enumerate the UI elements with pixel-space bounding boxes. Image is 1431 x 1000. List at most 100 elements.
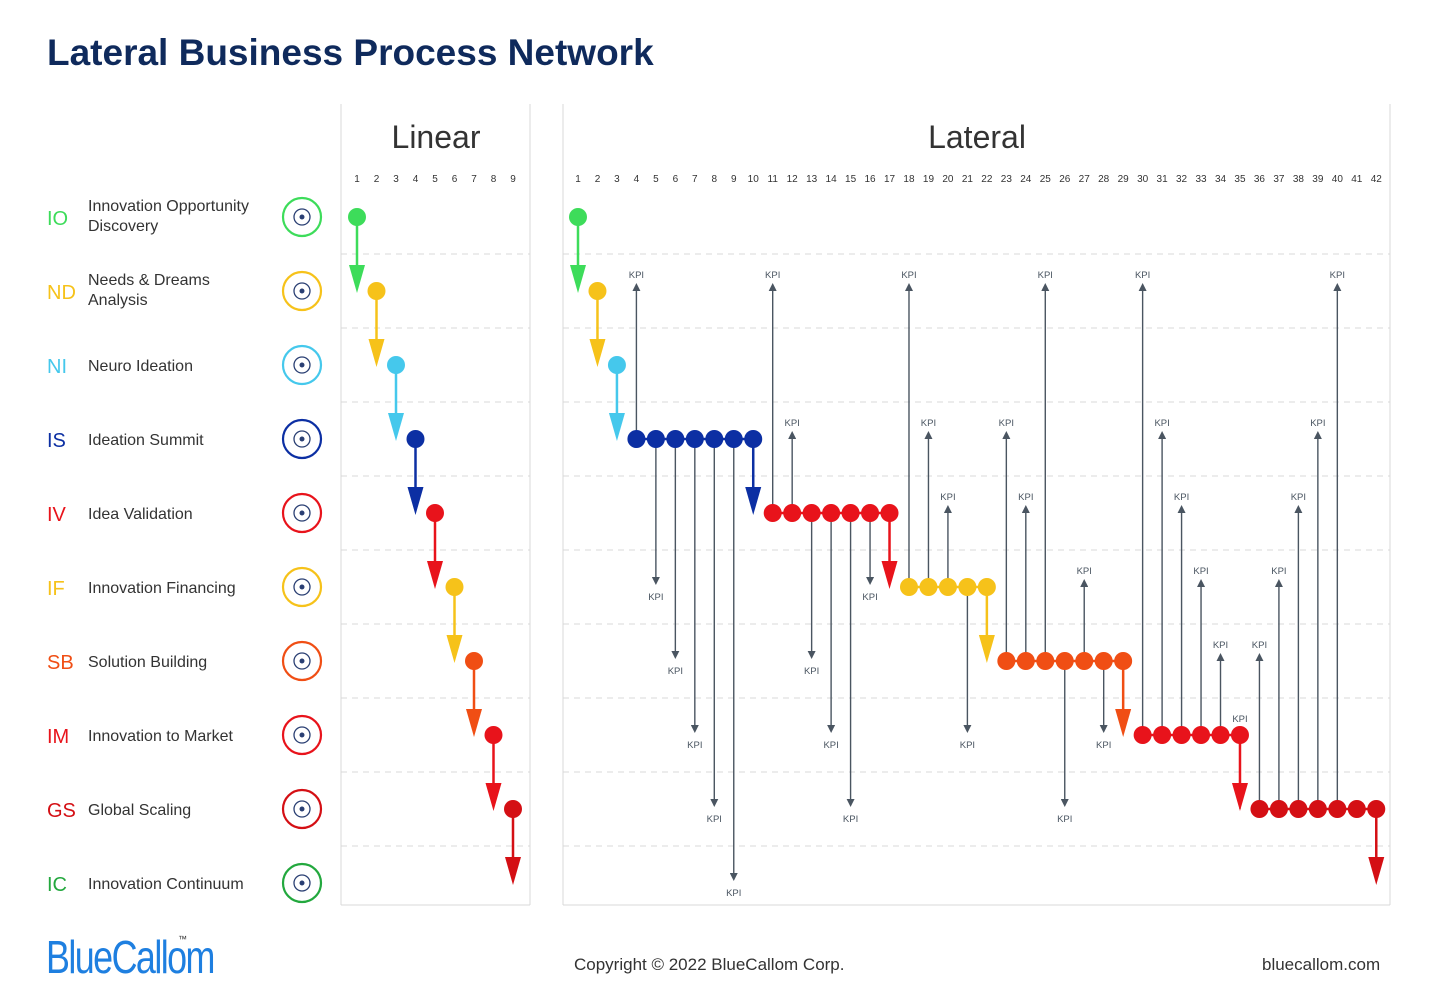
linear-flow-arrowhead bbox=[427, 561, 443, 589]
linear-flow-arrowhead bbox=[368, 339, 385, 367]
lateral-step-node bbox=[1347, 800, 1366, 818]
kpi-label: KPI bbox=[629, 270, 644, 281]
kpi-label: KPI bbox=[1154, 418, 1169, 429]
lateral-column-number: 25 bbox=[1040, 174, 1052, 185]
linear-flow-arrowhead bbox=[485, 783, 502, 811]
phase-code: ND bbox=[47, 282, 76, 304]
lateral-column-number: 40 bbox=[1332, 174, 1344, 185]
lateral-column-number: 37 bbox=[1273, 174, 1285, 185]
lateral-step-node bbox=[744, 430, 763, 448]
lateral-column-number: 10 bbox=[748, 174, 760, 185]
linear-flow-arrowhead bbox=[388, 413, 404, 441]
phase-code: IC bbox=[47, 874, 67, 896]
linear-column-number: 7 bbox=[471, 174, 477, 185]
lateral-step-node bbox=[783, 504, 802, 522]
kpi-link: KPI bbox=[668, 439, 683, 677]
lateral-step-node bbox=[1328, 800, 1347, 818]
kpi-link: KPI bbox=[1077, 566, 1092, 661]
phase-name: Solution Building bbox=[88, 654, 207, 671]
lateral-step-node bbox=[1250, 800, 1269, 818]
linear-step-node bbox=[426, 504, 444, 522]
needs-analysis-icon bbox=[281, 270, 323, 312]
lateral-transition-arrowhead bbox=[978, 635, 995, 663]
lateral-step-node bbox=[1230, 726, 1249, 744]
lateral-step-node bbox=[588, 282, 607, 300]
lateral-phase-span bbox=[627, 430, 763, 515]
phase-code: SB bbox=[47, 652, 74, 674]
lateral-step-node bbox=[1211, 726, 1230, 744]
lateral-transition-arrowhead bbox=[608, 413, 625, 441]
lateral-phase-span bbox=[1250, 800, 1386, 885]
lateral-column-number: 22 bbox=[981, 174, 993, 185]
lateral-column-number: 26 bbox=[1059, 174, 1071, 185]
kpi-link: KPI bbox=[707, 439, 722, 825]
lateral-column-number: 38 bbox=[1293, 174, 1305, 185]
kpi-label: KPI bbox=[668, 666, 683, 677]
opportunity-discovery-icon bbox=[281, 196, 323, 238]
phase-name: Needs & Dreams bbox=[88, 272, 210, 289]
phase-row-sb: SB Solution Building bbox=[47, 640, 323, 682]
linear-step-node bbox=[367, 282, 386, 300]
kpi-label: KPI bbox=[648, 592, 663, 603]
kpi-label: KPI bbox=[1330, 270, 1345, 281]
lateral-column-number: 29 bbox=[1118, 174, 1130, 185]
lateral-column-number: 36 bbox=[1254, 174, 1266, 185]
phase-code: IM bbox=[47, 726, 69, 748]
lateral-column-number: 39 bbox=[1312, 174, 1324, 185]
lateral-column-number: 19 bbox=[923, 174, 935, 185]
website-link[interactable]: bluecallom.com bbox=[1262, 955, 1381, 974]
kpi-link: KPI bbox=[1193, 566, 1209, 735]
kpi-label: KPI bbox=[687, 740, 702, 751]
kpi-label: KPI bbox=[1018, 492, 1033, 503]
linear-column-number: 3 bbox=[393, 174, 399, 185]
market-rocket-icon bbox=[281, 714, 323, 756]
kpi-label: KPI bbox=[921, 418, 936, 429]
lateral-column-number: 35 bbox=[1234, 174, 1246, 185]
linear-flow-arrowhead bbox=[446, 635, 463, 663]
lateral-column-number: 16 bbox=[864, 174, 876, 185]
lateral-step-node bbox=[977, 578, 996, 596]
lateral-step-node bbox=[861, 504, 880, 522]
lateral-step-node bbox=[705, 430, 724, 448]
lateral-step-node bbox=[1308, 800, 1327, 818]
kpi-label: KPI bbox=[1077, 566, 1092, 577]
linear-step-node bbox=[348, 208, 366, 226]
linear-column-number: 9 bbox=[510, 174, 516, 185]
lateral-column-number: 28 bbox=[1098, 174, 1110, 185]
lateral-step-node bbox=[1269, 800, 1288, 818]
lateral-column-number: 24 bbox=[1020, 174, 1032, 185]
lateral-step-node bbox=[763, 504, 782, 522]
kpi-link: KPI bbox=[901, 270, 917, 587]
lateral-column-number: 34 bbox=[1215, 174, 1227, 185]
lateral-column-number: 21 bbox=[962, 174, 974, 185]
lateral-step-node bbox=[1075, 652, 1094, 670]
kpi-label: KPI bbox=[940, 492, 955, 503]
continuum-icon bbox=[281, 862, 323, 904]
linear-heading: Linear bbox=[392, 119, 481, 155]
lateral-step-node bbox=[899, 578, 918, 596]
lateral-phase-span bbox=[607, 356, 626, 441]
lateral-column-number: 17 bbox=[884, 174, 896, 185]
kpi-label: KPI bbox=[1096, 740, 1111, 751]
kpi-link: KPI bbox=[648, 439, 664, 603]
ideation-bulb-icon bbox=[281, 344, 323, 386]
linear-step-node bbox=[445, 578, 464, 596]
lateral-step-node bbox=[1133, 726, 1152, 744]
kpi-label: KPI bbox=[862, 592, 877, 603]
lateral-flow: KPI KPI KPI KPI KPI KPI KPI KPI KPI KPI KPI KPI KPI K… bbox=[569, 208, 1386, 899]
lateral-column-number: 32 bbox=[1176, 174, 1188, 185]
phase-code: IV bbox=[47, 504, 67, 526]
lateral-step-node bbox=[1172, 726, 1191, 744]
kpi-label: KPI bbox=[1193, 566, 1208, 577]
kpi-link: KPI bbox=[765, 270, 780, 513]
global-scaling-icon bbox=[281, 788, 323, 830]
kpi-link: KPI bbox=[629, 270, 644, 439]
kpi-link: KPI bbox=[1154, 418, 1170, 735]
kpi-label: KPI bbox=[785, 418, 800, 429]
linear-column-number: 1 bbox=[354, 174, 360, 185]
